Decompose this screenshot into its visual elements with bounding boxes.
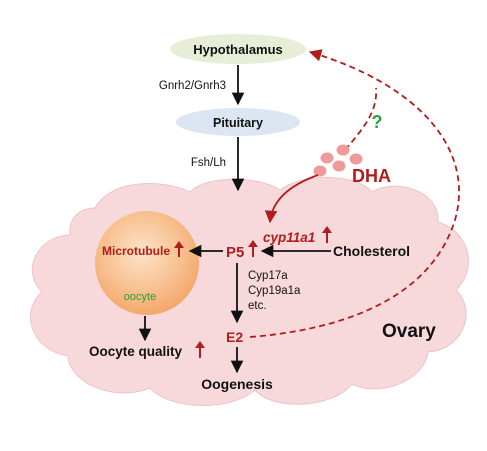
enzyme-cyp17a: Cyp17a	[248, 270, 288, 282]
hypothalamus-node	[170, 34, 306, 64]
e2-label: E2	[226, 329, 243, 345]
microtubule-label: Microtubule	[102, 244, 170, 258]
cholesterol-label: Cholesterol	[333, 243, 410, 259]
dha-label: DHA	[352, 166, 391, 186]
pituitary-node	[176, 108, 300, 136]
oogenesis-label: Oogenesis	[201, 376, 273, 392]
arrow-dha-cyp11a1	[264, 174, 319, 224]
enzyme-cyp19a1a: Cyp19a1a	[248, 285, 301, 297]
up-arrow-p5-icon	[248, 240, 258, 257]
gnrh-label: Gnrh2/Gnrh3	[159, 80, 226, 92]
cyp11a1-label: cyp11a1	[263, 230, 315, 245]
hypothalamus-label: Hypothalamus	[193, 42, 283, 57]
up-arrow-microtubule-icon	[174, 241, 184, 257]
oocyte-quality-label: Oocyte quality	[89, 344, 183, 359]
up-arrow-oocyte-quality-icon	[195, 341, 205, 358]
dha-question-path	[344, 87, 377, 151]
pituitary-label: Pituitary	[213, 116, 263, 130]
enzyme-list: Cyp17a Cyp19a1a etc.	[248, 270, 301, 312]
question-mark: ?	[372, 112, 383, 132]
oocyte-cell	[95, 211, 199, 315]
e2-feedback-path	[249, 49, 460, 338]
p5-label: P5	[226, 244, 244, 261]
enzyme-etc: etc.	[248, 300, 267, 312]
fsh-lh-label: Fsh/Lh	[191, 157, 226, 169]
dha-icon	[313, 144, 363, 177]
up-arrow-cyp11a1-icon	[322, 226, 332, 243]
oocyte-label: oocyte	[124, 291, 156, 303]
ovary-label: Ovary	[382, 321, 436, 342]
